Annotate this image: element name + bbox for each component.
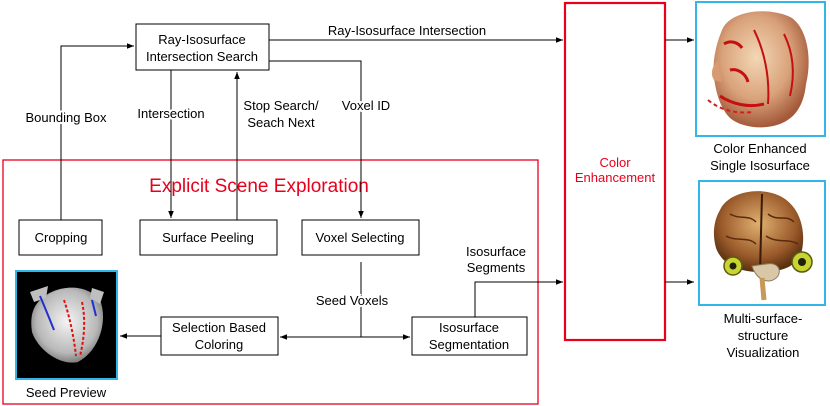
multi-surface-caption-1: Multi-surface- — [724, 311, 803, 326]
edge-label-iso-segments-1: Isosurface — [466, 244, 526, 259]
edge-cropping-to-ray — [60, 43, 134, 220]
surface-peeling-box — [139, 219, 278, 256]
voxel-selecting-box — [301, 219, 420, 256]
edge-label-seed-voxels: Seed Voxels — [316, 293, 389, 308]
color-enhanced-head-image — [695, 1, 826, 137]
color-enhancement-box — [563, 1, 667, 342]
iso-segmentation-label-2: Segmentation — [429, 337, 509, 352]
color-enhanced-caption-2: Single Isosurface — [710, 158, 810, 173]
selection-coloring-label-2: Coloring — [195, 337, 243, 352]
edge-label-iso-segments-2: Segments — [467, 260, 526, 275]
iso-segmentation-label-1: Isosurface — [439, 320, 499, 335]
surface-peeling-label: Surface Peeling — [162, 230, 254, 245]
edge-label-stop-search-1: Stop Search/ — [243, 98, 319, 113]
edge-label-bounding-box: Bounding Box — [26, 110, 107, 125]
edge-label-stop-search-2: Seach Next — [247, 115, 315, 130]
edge-segmentation-to-enhancement — [474, 279, 563, 317]
edge-label-voxel-id: Voxel ID — [342, 98, 390, 113]
seed-preview-image — [15, 270, 118, 380]
selection-coloring-label-1: Selection Based — [172, 320, 266, 335]
color-enhancement-label-2: Enhancement — [575, 170, 656, 185]
ray-search-box — [135, 23, 270, 71]
ray-search-label-1: Ray-Isosurface — [158, 32, 245, 47]
cropping-box — [18, 219, 103, 256]
multi-surface-caption-3: Visualization — [727, 345, 800, 360]
edge-ray-to-voxel — [269, 60, 364, 218]
edge-label-intersection: Intersection — [137, 106, 204, 121]
seed-preview-caption: Seed Preview — [26, 385, 107, 400]
color-enhanced-caption-1: Color Enhanced — [713, 141, 806, 156]
ray-search-label-2: Intersection Search — [146, 49, 258, 64]
multi-surface-caption-2: structure — [738, 328, 789, 343]
cropping-label: Cropping — [35, 230, 88, 245]
region-title: Explicit Scene Exploration — [149, 176, 369, 197]
iso-segmentation-box — [411, 316, 528, 356]
voxel-selecting-label: Voxel Selecting — [316, 230, 405, 245]
edge-label-ray-intersection: Ray-Isosurface Intersection — [328, 23, 486, 38]
multi-surface-brain-image — [698, 180, 826, 306]
color-enhancement-label-1: Color — [599, 155, 631, 170]
